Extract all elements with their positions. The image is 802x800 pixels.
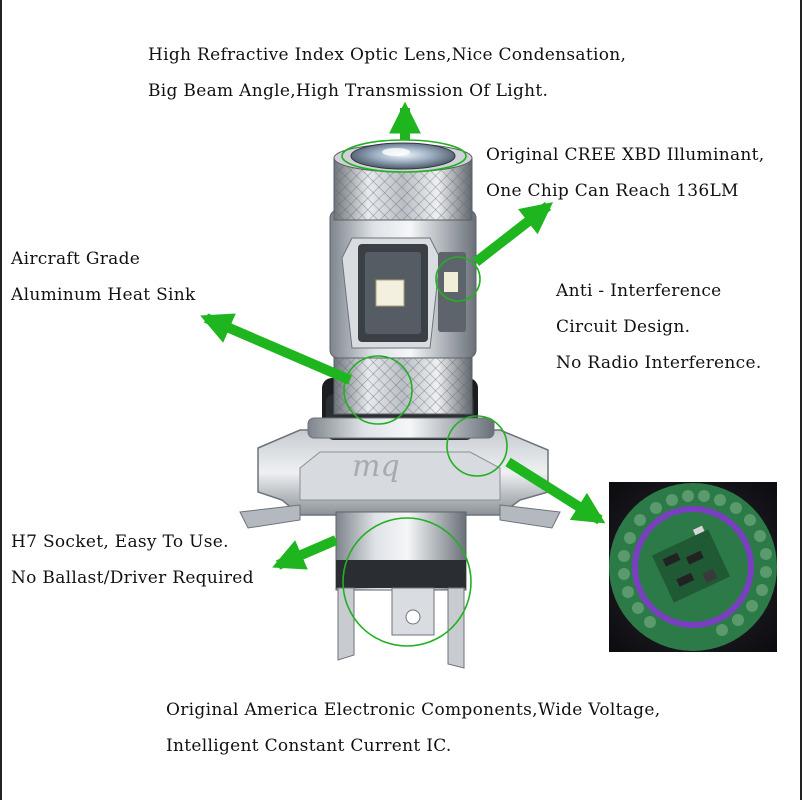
circuit-highlight-circle (446, 415, 508, 477)
bulb-body (329, 209, 477, 359)
socket-pins (337, 587, 465, 669)
socket-callout: H7 Socket, Easy To Use. No Ballast/Drive… (11, 524, 254, 596)
socket-callout-line1: H7 Socket, Easy To Use. (11, 532, 229, 552)
circuit-arrow (505, 457, 606, 525)
circuit-callout: Anti - Interference Circuit Design. No R… (556, 273, 762, 381)
lens-callout-line2: Big Beam Angle,High Transmission Of Ligh… (148, 81, 549, 101)
heatsink-callout-line1: Aircraft Grade (11, 249, 141, 269)
heatsink-highlight-circle (343, 355, 413, 425)
socket-flange (239, 429, 561, 529)
callout-arrows (200, 101, 606, 570)
circuit-callout-line1: Anti - Interference (556, 281, 722, 301)
frame-right-edge (800, 0, 802, 800)
lens-callout: High Refractive Index Optic Lens,Nice Co… (148, 37, 626, 109)
heatsink-callout-line2: Aluminum Heat Sink (11, 285, 196, 305)
chip-callout-line1: Original CREE XBD Illuminant, (486, 145, 765, 165)
upper-knurl-head (333, 143, 473, 221)
chip-callout-line2: One Chip Can Reach 136LM (486, 181, 739, 201)
socket-highlight-circle (342, 517, 472, 647)
chip-highlight-circle (435, 256, 481, 302)
watermark-text: mq (352, 449, 400, 484)
circuit-callout-line2: Circuit Design. (556, 317, 691, 337)
components-callout-line1: Original America Electronic Components,W… (166, 700, 661, 720)
components-callout: Original America Electronic Components,W… (166, 692, 660, 764)
optic-lens (350, 142, 456, 170)
components-callout-line2: Intelligent Constant Current IC. (166, 736, 452, 756)
chip-callout: Original CREE XBD Illuminant, One Chip C… (486, 137, 764, 209)
socket-arrow (272, 535, 338, 570)
socket-cylinder (335, 511, 467, 591)
circuit-callout-line3: No Radio Interference. (556, 353, 762, 373)
chip-arrow (472, 202, 554, 266)
lens-callout-line1: High Refractive Index Optic Lens,Nice Co… (148, 45, 627, 65)
socket-callout-line2: No Ballast/Driver Required (11, 568, 254, 588)
highlight-circles (341, 139, 508, 647)
frame-left-edge (0, 0, 2, 800)
circuit-inset-photo (609, 482, 777, 652)
lower-knurl-band (333, 349, 473, 415)
heatsink-callout: Aircraft Grade Aluminum Heat Sink (11, 241, 196, 313)
heatsink-arrow (200, 313, 352, 385)
